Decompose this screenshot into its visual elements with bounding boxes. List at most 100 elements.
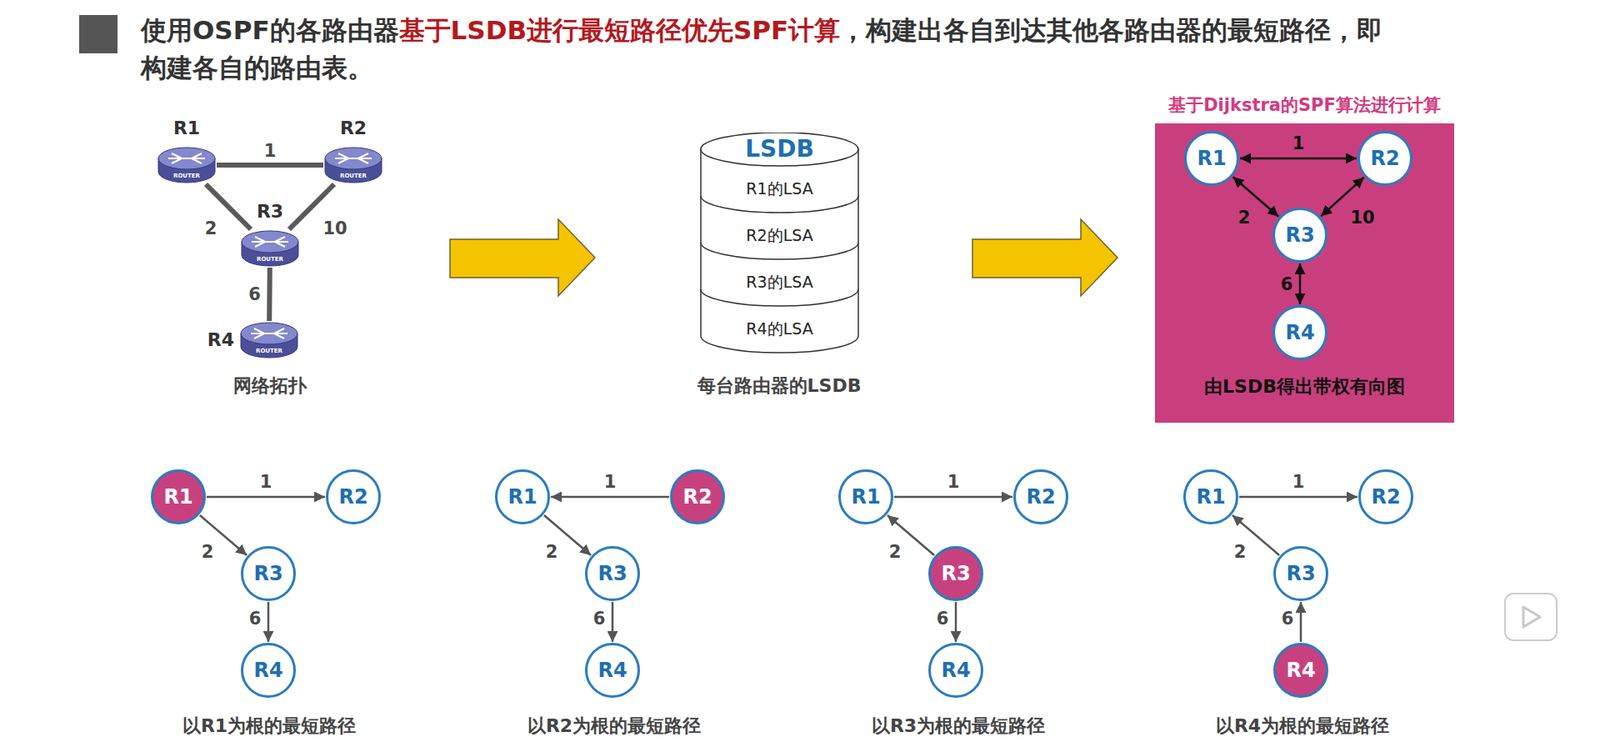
router-label: R4 — [597, 658, 627, 682]
router-node: R3 — [1272, 207, 1328, 263]
router-top — [241, 230, 299, 253]
router-label: R1 — [163, 485, 193, 509]
link-cost: 2 — [1234, 541, 1247, 562]
router-caption: ROUTER — [240, 255, 300, 263]
link-cost: 2 — [545, 541, 559, 562]
caption-text: 以R1为根的最短路径 — [182, 714, 356, 738]
panel-heading: 基于Dijkstra的SPF算法进行计算 — [1168, 93, 1441, 117]
link-cost: 1 — [1292, 471, 1305, 492]
router-caption: ROUTER — [239, 347, 300, 355]
router-label: R1 — [850, 485, 880, 509]
lsa-text: R4的LSA — [745, 318, 813, 340]
router-node: R2 — [1013, 469, 1069, 525]
title-segment: 使用OSPF的各路由器 — [140, 15, 400, 45]
graph-panel: 基于Dijkstra的SPF算法进行计算由LSDB得出带权有向图R1R2R3R4 — [1155, 123, 1455, 423]
flow-arrow — [450, 219, 595, 296]
router-label: R4 — [1285, 320, 1315, 345]
router-label: R2 — [1025, 485, 1055, 509]
link-line — [267, 601, 270, 642]
play-button — [1505, 593, 1557, 640]
link-cost: 6 — [1280, 274, 1294, 295]
lsa-text: R2的LSA — [745, 225, 813, 247]
link-cost: 6 — [1281, 608, 1295, 629]
router-node: R1 — [838, 469, 894, 525]
link-cost: 2 — [205, 218, 218, 239]
root-router-node: R3 — [928, 545, 984, 601]
router-caption: ROUTER — [323, 172, 384, 180]
lsa-layer: R3的LSA — [700, 259, 860, 306]
title-segment: 基于LSDB进行最短路径优先SPF计算 — [399, 15, 841, 45]
router-label: R3 — [1285, 223, 1315, 247]
router-top — [158, 147, 215, 170]
link-cost: 1 — [947, 471, 960, 492]
router-node: R1 — [495, 469, 550, 525]
play-icon — [1523, 606, 1540, 627]
panel-background — [1155, 123, 1455, 423]
link-line — [1240, 157, 1357, 160]
link-cost: 10 — [1350, 207, 1375, 228]
caption-text: 网络拓扑 — [233, 374, 307, 398]
router-label: R2 — [338, 485, 368, 509]
layer-divider — [700, 195, 859, 213]
router-node: R4 — [240, 642, 296, 698]
link-cost: 10 — [322, 218, 347, 239]
link-line — [611, 601, 615, 642]
router-node: R1 — [1184, 130, 1240, 186]
cylinder-body — [700, 149, 859, 353]
router-label: R1 — [1196, 146, 1226, 170]
router-icon: R4ROUTER — [239, 320, 300, 360]
root-router-node: R1 — [150, 469, 206, 525]
router-name: R3 — [240, 200, 300, 223]
link-cost: 6 — [593, 608, 606, 629]
link-cost: 1 — [1292, 133, 1305, 154]
router-node: R4 — [1272, 305, 1328, 360]
router-label: R2 — [682, 485, 712, 509]
router-arrows — [335, 153, 372, 164]
link-cost: 6 — [936, 608, 950, 629]
router-label: R3 — [597, 561, 627, 585]
router-label: R4 — [1285, 658, 1315, 682]
router-top — [240, 322, 298, 345]
root-router-node: R2 — [670, 469, 725, 525]
link-line — [266, 267, 273, 321]
router-node: R2 — [1357, 130, 1413, 186]
link-cost: 2 — [889, 541, 902, 562]
link-line — [206, 495, 325, 499]
flow-arrow — [972, 219, 1118, 296]
caption-text: 每台路由器的LSDB — [697, 374, 862, 398]
title-bullet — [79, 15, 118, 54]
database-title: LSDB — [700, 134, 860, 165]
caption-text: 以R3为根的最短路径 — [871, 714, 1045, 738]
title-text: 使用OSPF的各路由器基于LSDB进行最短路径优先SPF计算，构建出各自到达其他… — [140, 11, 1408, 87]
link-cost: 6 — [248, 284, 261, 305]
link-cost: 6 — [249, 608, 262, 629]
router-label: R4 — [940, 658, 970, 682]
router-node: R2 — [1358, 469, 1414, 525]
panel-caption: 由LSDB得出带权有向图 — [1155, 375, 1455, 399]
cylinder-top — [700, 132, 859, 166]
router-name: R2 — [323, 117, 384, 140]
link-line — [550, 495, 670, 499]
router-node: R1 — [1183, 469, 1239, 525]
link-cost: 1 — [604, 471, 617, 492]
lsa-text: R3的LSA — [745, 271, 813, 294]
link-line — [1300, 601, 1303, 642]
router-node: R3 — [585, 545, 640, 601]
root-router-node: R4 — [1273, 642, 1329, 698]
layer-divider — [700, 242, 859, 260]
caption-text: 以R2为根的最短路径 — [527, 714, 701, 738]
caption-text: 以R4为根的最短路径 — [1215, 714, 1390, 738]
link-line — [216, 162, 324, 168]
router-arrows — [251, 236, 289, 247]
router-node: R2 — [325, 469, 381, 525]
router-name: R1 — [156, 117, 217, 140]
router-caption: ROUTER — [156, 172, 217, 180]
lsa-text: R1的LSA — [745, 178, 813, 200]
router-top — [325, 147, 382, 170]
router-label: R3 — [253, 561, 283, 585]
router-label: R3 — [940, 561, 970, 585]
lsa-layer: R4的LSA — [700, 305, 860, 353]
lsa-layer: R2的LSA — [700, 212, 860, 260]
link-line — [1299, 263, 1302, 305]
router-label: R2 — [1370, 146, 1400, 170]
